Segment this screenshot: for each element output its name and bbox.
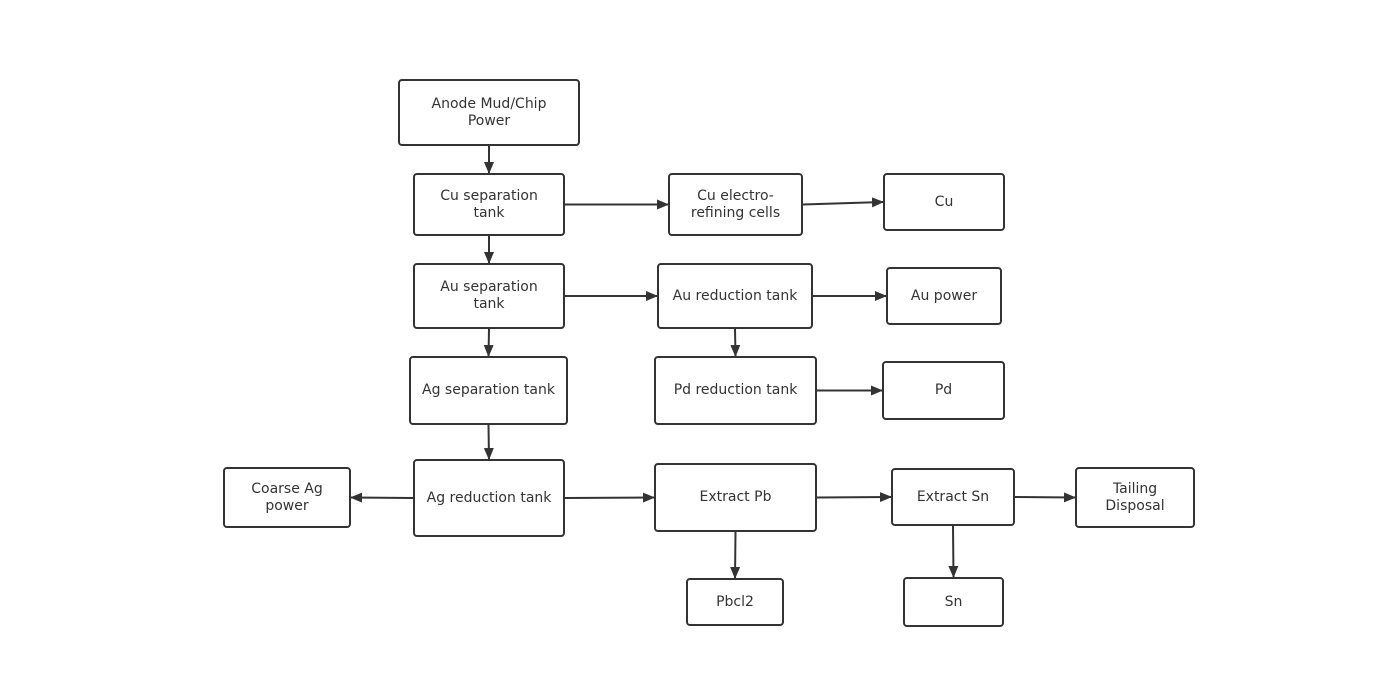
node-au-reduction-tank: Au reduction tank xyxy=(657,263,813,329)
node-pbcl2: Pbcl2 xyxy=(686,578,784,626)
node-tailing-disposal: Tailing Disposal xyxy=(1075,467,1195,528)
node-ag-separation-tank: Ag separation tank xyxy=(409,356,568,425)
node-cu-electrorefining-cells: Cu electro- refining cells xyxy=(668,173,803,236)
node-pd-reduction-tank: Pd reduction tank xyxy=(654,356,817,425)
node-cu: Cu xyxy=(883,173,1005,231)
node-label: Coarse Ag power xyxy=(251,480,323,514)
node-extract-pb: Extract Pb xyxy=(654,463,817,532)
node-label: Tailing Disposal xyxy=(1105,480,1165,514)
node-label: Pd reduction tank xyxy=(673,382,798,398)
node-au-separation-tank: Au separation tank xyxy=(413,263,565,329)
node-pd: Pd xyxy=(882,361,1005,420)
node-label: Anode Mud/Chip Power xyxy=(431,95,547,129)
arrow-au-red-to-pd-red xyxy=(730,328,741,357)
arrow-extract-sn-to-sn xyxy=(948,525,959,578)
node-label: Au power xyxy=(910,287,978,304)
node-label: Cu electro- refining cells xyxy=(690,187,781,221)
node-label: Au separation tank xyxy=(440,279,538,312)
node-sn: Sn xyxy=(903,577,1004,627)
node-label: Pbcl2 xyxy=(716,593,754,610)
arrow-extract-sn-to-tailing xyxy=(1014,492,1076,503)
arrow-ag-sep-to-ag-red xyxy=(483,424,494,460)
node-label: Ag separation tank xyxy=(422,382,555,398)
node-cu-separation-tank: Cu separation tank xyxy=(413,173,565,236)
arrow-ag-red-to-extract-pb xyxy=(564,492,655,503)
node-label: Cu separation tank xyxy=(440,187,538,221)
arrow-extract-pb-to-pbcl2 xyxy=(730,531,741,579)
arrow-ag-red-to-coarse-ag xyxy=(350,492,414,503)
node-label: Cu xyxy=(934,193,954,210)
node-label: Sn xyxy=(944,593,963,610)
arrow-cu-cells-to-cu xyxy=(802,197,884,208)
node-label: Au reduction tank xyxy=(672,287,798,304)
node-au-power: Au power xyxy=(886,267,1002,325)
node-anode-mud-chip-power: Anode Mud/Chip Power xyxy=(398,79,580,146)
node-label: Extract Sn xyxy=(916,488,990,505)
node-extract-sn: Extract Sn xyxy=(891,468,1015,526)
arrow-au-sep-to-ag-sep xyxy=(483,328,494,357)
node-ag-reduction-tank: Ag reduction tank xyxy=(413,459,565,537)
node-label: Extract Pb xyxy=(699,489,772,505)
node-label: Ag reduction tank xyxy=(426,489,552,506)
node-coarse-ag-power: Coarse Ag power xyxy=(223,467,351,528)
node-label: Pd xyxy=(934,382,953,398)
arrow-extract-pb-to-extract-sn xyxy=(816,492,892,503)
